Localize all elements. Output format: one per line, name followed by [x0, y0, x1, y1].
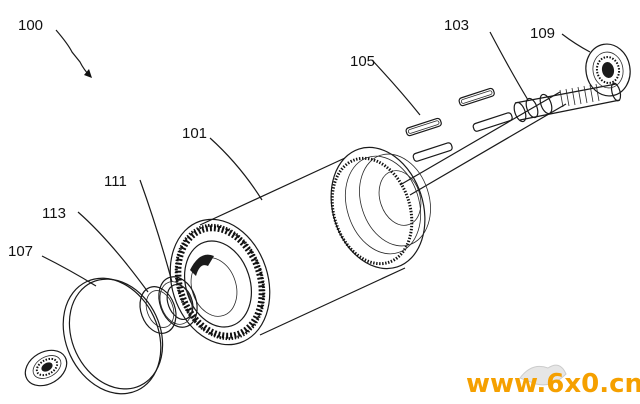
rotor-101	[169, 146, 431, 346]
label-109: 109	[530, 25, 555, 42]
watermark-logo-icon	[519, 364, 567, 386]
end-ring	[62, 277, 164, 395]
washer-111	[158, 276, 198, 328]
watermark: www.6x0.cn	[466, 364, 640, 399]
bearing-107	[24, 349, 68, 387]
label-113: 113	[42, 205, 66, 222]
watermark-text: www.6x0.cn	[466, 369, 640, 399]
label-107: 107	[8, 243, 33, 260]
label-111: 111	[104, 173, 127, 190]
bearing-109	[585, 43, 631, 97]
label-100: 100	[18, 17, 43, 34]
label-101: 101	[182, 125, 207, 142]
leader-lines	[41, 29, 591, 293]
shaft-103	[399, 82, 622, 196]
label-103: 103	[444, 17, 469, 34]
keys-105	[405, 87, 513, 162]
label-105: 105	[350, 53, 375, 70]
spacer-ring-113	[139, 286, 177, 334]
